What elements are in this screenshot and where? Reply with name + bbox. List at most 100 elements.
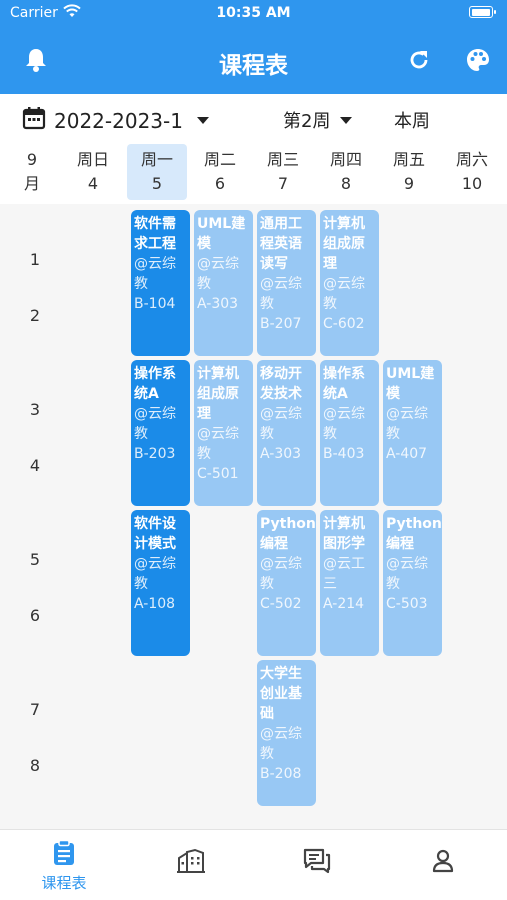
day-name: 周六 [455, 150, 488, 169]
course-name: UML建模 [197, 216, 246, 252]
course-location: @云综教 [386, 556, 428, 592]
nav-item-0[interactable]: 课程表 [19, 839, 109, 893]
term-label: 2022-2023-1 [54, 108, 183, 133]
day-header-4: 周四 8 [316, 144, 376, 200]
period-label: 2 [29, 306, 41, 325]
course-card[interactable]: 软件设计模式 @云综教 A-108 [131, 510, 190, 656]
course-room: A-214 [323, 596, 365, 612]
period-label: 1 [29, 250, 41, 269]
app-bar: 课程表 [0, 26, 507, 94]
day-name: 周五 [392, 150, 425, 169]
course-location: @云综教 [260, 276, 302, 312]
course-card[interactable]: 操作系统A @云综教 B-403 [320, 360, 379, 506]
course-room: A-108 [134, 596, 176, 612]
chevron-down-icon [196, 117, 209, 124]
day-header-5: 周五 9 [379, 144, 439, 200]
battery-icon [469, 6, 496, 18]
course-name: 大学生创业基础 [260, 666, 302, 722]
course-name: 计算机组成原理 [197, 366, 239, 422]
course-name: Python编程 [260, 516, 316, 552]
term-selector[interactable]: 2022-2023-1 [22, 106, 209, 135]
day-date: 6 [214, 174, 226, 193]
course-location: @云综教 [260, 726, 302, 762]
month-number: 9 [26, 150, 38, 169]
day-name: 周四 [329, 150, 362, 169]
course-name: 计算机图形学 [323, 516, 365, 552]
course-name: UML建模 [386, 366, 435, 402]
course-room: B-104 [134, 296, 176, 312]
period-label: 5 [29, 550, 41, 569]
clipboard-icon [52, 839, 76, 870]
course-location: @云工三 [323, 556, 365, 592]
bell-icon[interactable] [22, 46, 50, 74]
this-week-button[interactable]: 本周 [394, 111, 430, 132]
course-card[interactable]: 操作系统A @云综教 B-203 [131, 360, 190, 506]
week-toolbar: 2022-2023-1 第2周 本周 [0, 94, 507, 144]
course-card[interactable]: UML建模 @云综教 A-303 [194, 210, 253, 356]
course-location: @云综教 [260, 556, 302, 592]
course-name: 软件设计模式 [134, 516, 176, 552]
calendar-icon [22, 106, 46, 135]
course-location: @云综教 [197, 426, 239, 462]
refresh-icon[interactable] [405, 46, 433, 74]
nav-item-3[interactable] [398, 848, 488, 878]
course-card[interactable]: 通用工程英语读写 @云综教 B-207 [257, 210, 316, 356]
course-room: C-501 [197, 466, 239, 482]
day-date: 4 [87, 174, 99, 193]
chevron-down-icon [340, 116, 353, 124]
course-location: @云综教 [260, 406, 302, 442]
course-location: @云综教 [134, 406, 176, 442]
course-name: 操作系统A [323, 366, 365, 402]
course-location: @云综教 [134, 556, 176, 592]
period-label: 7 [29, 700, 41, 719]
day-header-0: 周日 4 [63, 144, 123, 200]
course-room: B-203 [134, 446, 176, 462]
page-title: 课程表 [219, 53, 288, 79]
course-name: Python编程 [386, 516, 442, 552]
day-name: 周日 [76, 150, 109, 169]
day-name: 周一 [140, 150, 173, 169]
course-location: @云综教 [134, 256, 176, 292]
day-date: 9 [403, 174, 415, 193]
period-label: 3 [29, 400, 41, 419]
course-name: 计算机组成原理 [323, 216, 365, 272]
person-icon [431, 849, 455, 878]
day-header-2: 周二 6 [190, 144, 250, 200]
day-name: 周二 [203, 150, 236, 169]
week-label: 第2周 [283, 111, 331, 132]
course-name: 操作系统A [134, 366, 176, 402]
course-room: B-403 [323, 446, 365, 462]
course-card[interactable]: 计算机组成原理 @云综教 C-501 [194, 360, 253, 506]
day-date: 8 [340, 174, 352, 193]
day-date: 10 [461, 174, 483, 193]
course-room: C-602 [323, 316, 365, 332]
period-label: 8 [29, 756, 41, 775]
day-name: 周三 [266, 150, 299, 169]
course-card[interactable]: 计算机图形学 @云工三 A-214 [320, 510, 379, 656]
palette-icon[interactable] [464, 46, 492, 74]
course-location: @云综教 [323, 406, 365, 442]
chat-icon [303, 848, 331, 878]
course-location: @云综教 [197, 256, 239, 292]
week-selector[interactable]: 第2周 [283, 107, 353, 133]
day-header-6: 周六 10 [442, 144, 502, 200]
status-bar: Carrier 10:35 AM [0, 0, 507, 26]
course-name: 通用工程英语读写 [260, 216, 302, 272]
nav-item-2[interactable] [272, 848, 362, 878]
course-room: B-207 [260, 316, 302, 332]
course-room: A-303 [197, 296, 239, 312]
course-location: @云综教 [386, 406, 428, 442]
month-indicator: 9 月 [10, 148, 54, 196]
nav-item-1[interactable] [146, 848, 236, 878]
course-room: A-303 [260, 446, 302, 462]
